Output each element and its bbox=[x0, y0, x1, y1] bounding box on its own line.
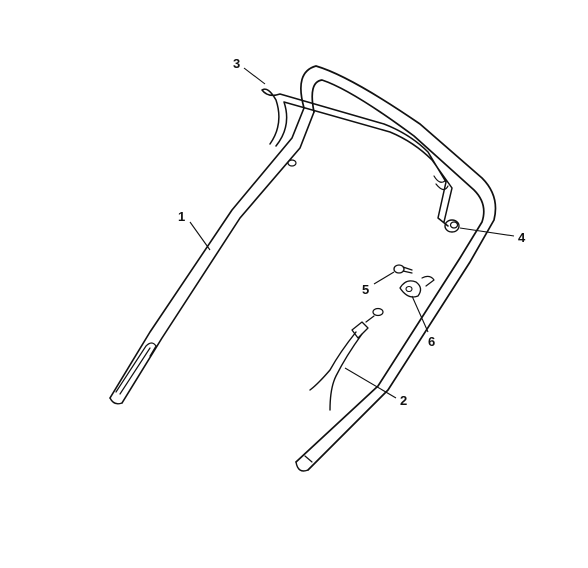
leader-3 bbox=[243, 67, 266, 85]
bolt bbox=[393, 264, 413, 274]
leader-4 bbox=[459, 227, 515, 237]
callout-1: 1 bbox=[178, 209, 185, 224]
cable-clip bbox=[399, 275, 435, 298]
leader-1 bbox=[189, 221, 211, 251]
callout-2: 2 bbox=[400, 393, 407, 408]
control-cable bbox=[309, 307, 384, 411]
operator-presence-bail bbox=[261, 88, 453, 227]
leader-lines bbox=[189, 67, 515, 399]
callout-4: 4 bbox=[518, 230, 526, 245]
leader-5 bbox=[373, 271, 395, 285]
lower-handle-bar bbox=[109, 107, 315, 405]
callout-3: 3 bbox=[233, 56, 240, 71]
callout-labels: 1 2 3 4 5 6 bbox=[178, 56, 526, 408]
leader-6 bbox=[411, 295, 429, 333]
callout-5: 5 bbox=[362, 282, 369, 297]
leader-2 bbox=[344, 367, 397, 399]
knob bbox=[444, 219, 460, 233]
upper-handle-loop bbox=[295, 65, 497, 472]
callout-6: 6 bbox=[428, 334, 435, 349]
